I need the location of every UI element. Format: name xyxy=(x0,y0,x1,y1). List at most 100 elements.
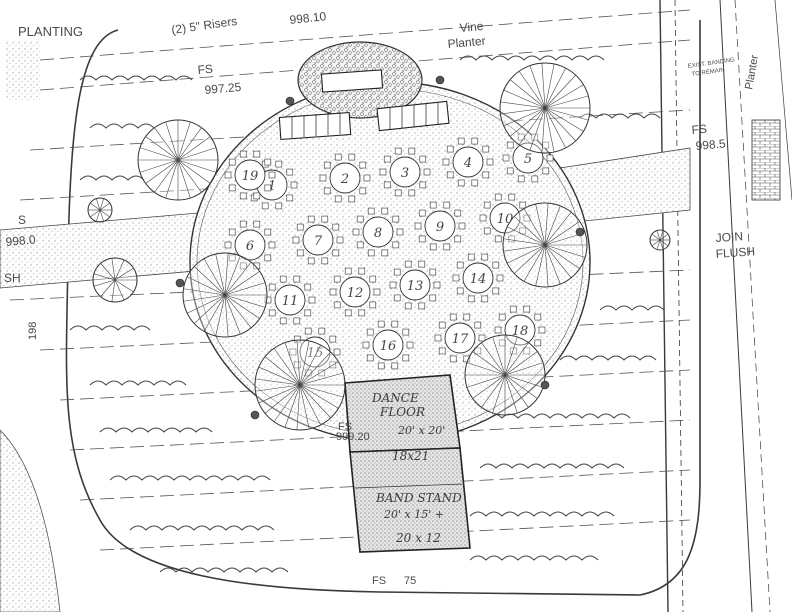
chair xyxy=(492,287,500,295)
chair xyxy=(228,228,236,236)
chair xyxy=(467,253,475,261)
chair xyxy=(471,179,479,187)
chair xyxy=(321,215,329,223)
chair xyxy=(268,241,276,249)
table-top xyxy=(362,216,394,248)
table-number: 12 xyxy=(347,286,364,301)
chair xyxy=(336,236,344,244)
chair xyxy=(296,249,304,257)
chair xyxy=(479,214,487,222)
chair xyxy=(408,147,416,155)
chair xyxy=(293,361,301,369)
chair xyxy=(454,209,462,217)
chair xyxy=(377,320,385,328)
chair xyxy=(494,235,502,243)
chair xyxy=(483,201,491,209)
chair xyxy=(531,175,539,183)
table-top xyxy=(389,156,421,188)
table-number: 2 xyxy=(340,172,349,187)
chair xyxy=(344,309,352,317)
chair xyxy=(253,262,261,270)
table-number: 9 xyxy=(436,220,444,235)
chair xyxy=(467,295,475,303)
round-table: 4 xyxy=(442,137,494,187)
table-number: 18 xyxy=(512,324,529,339)
chair xyxy=(319,174,327,182)
chair xyxy=(224,241,232,249)
chair xyxy=(546,154,554,162)
chair xyxy=(304,283,312,291)
table-number: 19 xyxy=(242,169,259,184)
chair xyxy=(481,253,489,261)
fs-dance-label: FS xyxy=(338,421,352,433)
chair xyxy=(332,249,340,257)
dance-floor-size: 20' x 20' xyxy=(397,424,445,437)
chair xyxy=(502,154,510,162)
chair xyxy=(264,296,272,304)
chair xyxy=(289,348,297,356)
round-table: 17 xyxy=(434,313,486,363)
chair xyxy=(333,275,341,283)
chair xyxy=(348,153,356,161)
chair xyxy=(344,267,352,275)
table-number: 15 xyxy=(307,346,324,361)
number-198: 198 xyxy=(27,322,39,340)
chair xyxy=(323,187,331,195)
chair xyxy=(261,202,269,210)
chair xyxy=(356,241,364,249)
chair xyxy=(318,327,326,335)
chair xyxy=(393,268,401,276)
chair xyxy=(438,347,446,355)
chair xyxy=(394,189,402,197)
table-number: 3 xyxy=(401,166,409,181)
chair xyxy=(239,150,247,158)
s-left-label: S xyxy=(18,213,26,227)
round-table: 18 xyxy=(494,305,546,355)
chair xyxy=(275,160,283,168)
fs-dance-elevation: 999.20 xyxy=(336,431,370,443)
table-number: 7 xyxy=(314,234,323,249)
chair xyxy=(358,267,366,275)
chair xyxy=(457,179,465,187)
join-flush-label-2: FLUSH xyxy=(715,244,755,261)
chair xyxy=(359,187,367,195)
tree-canopy xyxy=(92,257,138,303)
lawn-boundary xyxy=(65,20,701,596)
chair xyxy=(433,281,441,289)
chair xyxy=(542,141,550,149)
chair xyxy=(509,347,517,355)
round-table: 7 xyxy=(292,215,344,265)
chair xyxy=(381,249,389,257)
table-top xyxy=(504,314,536,346)
chair xyxy=(228,184,236,192)
chair xyxy=(264,254,272,262)
s-left-elevation: 998.0 xyxy=(5,232,36,249)
fs-right-label: FS xyxy=(691,122,708,137)
fs-left-top-label: FS xyxy=(197,62,214,77)
chair xyxy=(434,334,442,342)
chair xyxy=(369,301,377,309)
table-top xyxy=(372,329,404,361)
chair xyxy=(474,321,482,329)
table-top xyxy=(274,284,306,316)
round-table: 12 xyxy=(329,267,381,317)
sh-left-label: SH xyxy=(4,271,21,285)
chair xyxy=(402,354,410,362)
chair xyxy=(367,249,375,257)
chair xyxy=(293,317,301,325)
chair xyxy=(253,192,261,200)
chair xyxy=(268,171,276,179)
chair xyxy=(408,189,416,197)
chair xyxy=(323,161,331,169)
chair xyxy=(471,137,479,145)
chair xyxy=(264,158,272,166)
planting-bed-left xyxy=(5,40,40,100)
chair xyxy=(383,181,391,189)
chair xyxy=(478,334,486,342)
table-top xyxy=(302,224,334,256)
chair xyxy=(379,168,387,176)
chair xyxy=(402,328,410,336)
tree-canopy xyxy=(499,62,591,154)
table-number: 11 xyxy=(282,294,299,309)
fs-bottom-elevation: 75 xyxy=(404,575,416,587)
